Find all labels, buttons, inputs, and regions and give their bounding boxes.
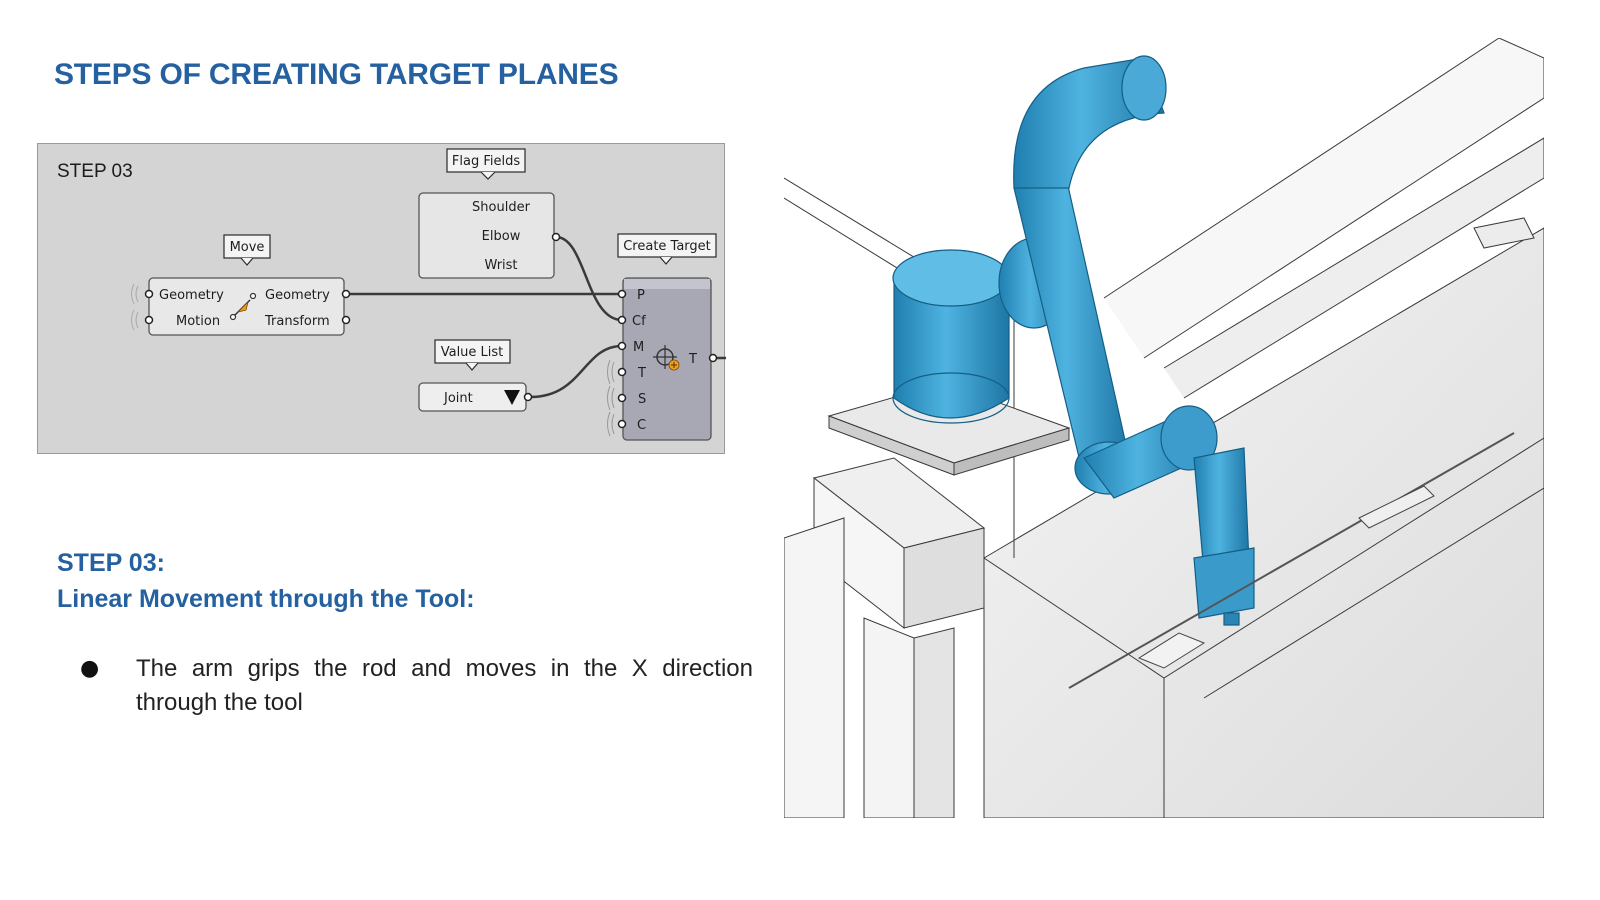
value-list-component[interactable]: Joint: [418, 382, 533, 412]
create-target-component[interactable]: P Cf M T S C T: [607, 277, 718, 441]
value-list-tag-label: Value List: [441, 345, 504, 360]
target-input-s: S: [638, 392, 646, 407]
step-heading: STEP 03:: [57, 549, 165, 577]
flag-fields-tag: Flag Fields: [446, 148, 526, 180]
robot-arm: [892, 55, 1255, 626]
wire-group: [348, 235, 726, 399]
page-title: STEPS OF CREATING TARGET PLANES: [54, 58, 619, 91]
rod-and-tool: [1068, 432, 1515, 689]
create-target-tag-label: Create Target: [623, 239, 711, 254]
value-list-selected: Joint: [443, 391, 473, 406]
move-input-geometry: Geometry: [159, 288, 224, 303]
move-output-transform: Transform: [264, 314, 330, 329]
target-input-c: C: [637, 418, 646, 433]
target-crosshair-icon: [653, 345, 680, 371]
step-heading-block: STEP 03: Linear Movement through the Too…: [57, 545, 475, 617]
target-input-cf: Cf: [632, 314, 646, 329]
flag-output-grip: [551, 232, 561, 242]
target-input-p: P: [637, 288, 645, 303]
target-input-m: M: [633, 340, 644, 355]
move-output-geometry: Geometry: [265, 288, 330, 303]
move-tag-label: Move: [230, 240, 265, 255]
value-list-tag: Value List: [434, 339, 511, 371]
move-arrow-icon: [229, 292, 257, 321]
wire-flag-to-target: [555, 235, 623, 322]
robot-render-image: [783, 37, 1545, 819]
flag-shoulder: Shoulder: [472, 200, 531, 215]
flag-elbow: Elbow: [482, 229, 521, 244]
flag-wrist: Wrist: [484, 258, 517, 273]
move-component[interactable]: Geometry Motion Geometry Transform: [131, 277, 351, 336]
grasshopper-canvas[interactable]: STEP 03 Flag Fields Shoulder Elbow Wrist: [37, 143, 726, 454]
flag-fields-component[interactable]: Shoulder Elbow Wrist: [418, 192, 561, 279]
move-tag: Move: [223, 234, 271, 266]
bullet-marker: ●: [80, 656, 100, 681]
target-input-t: T: [637, 366, 646, 381]
bullet-text: The arm grips the rod and moves in the X…: [136, 655, 753, 716]
target-output-t: T: [688, 352, 697, 367]
create-target-tag: Create Target: [617, 233, 717, 265]
wire-valuelist-to-target: [529, 344, 623, 399]
canvas-step-label: STEP 03: [57, 161, 133, 182]
step-subheading: Linear Movement through the Tool:: [57, 585, 475, 613]
dropdown-arrow-icon: [504, 390, 520, 405]
flag-fields-tag-label: Flag Fields: [452, 154, 520, 169]
move-input-motion: Motion: [176, 314, 220, 329]
scene-structure: [783, 37, 1545, 819]
